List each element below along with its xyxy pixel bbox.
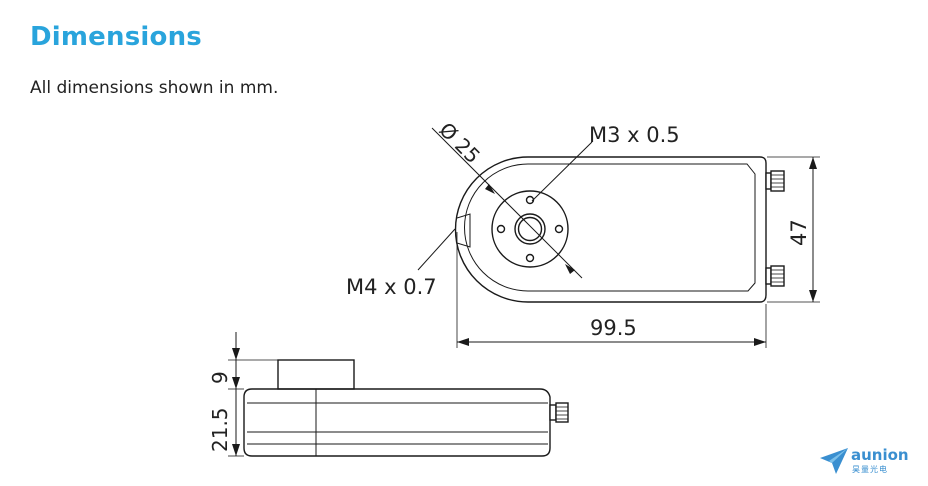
page-subtitle: All dimensions shown in mm.	[30, 78, 279, 98]
top-view-notch	[456, 213, 471, 248]
side-view-boss	[277, 359, 355, 390]
m3-hole-right	[554, 224, 564, 234]
thread-m3-label: M3 x 0.5	[589, 123, 680, 147]
m3-hole-bottom	[525, 253, 535, 263]
page-title: Dimensions	[30, 22, 202, 52]
sma-connector-bottom	[765, 265, 785, 287]
diameter-label: Ø 25	[434, 118, 485, 169]
company-logo: aunion 昊量光电	[818, 444, 918, 480]
top-view	[417, 127, 820, 348]
m3-hole-left	[496, 224, 506, 234]
paper-plane-icon	[820, 448, 848, 474]
mount-boss-outer	[491, 190, 569, 268]
m3-leader	[531, 141, 593, 202]
logo-subtitle: 昊量光电	[852, 465, 888, 474]
body-height-label: 21.5	[208, 407, 232, 452]
logo-name: aunion	[851, 446, 909, 464]
mount-boss-ring	[514, 213, 546, 245]
m4-leader	[417, 228, 456, 271]
side-view	[228, 332, 569, 457]
side-view-body	[243, 388, 551, 457]
sma-connector-side	[549, 402, 569, 423]
height-label: 47	[787, 219, 811, 246]
top-view-body-outline	[454, 156, 767, 303]
width-label: 99.5	[590, 316, 637, 340]
diameter-leader	[431, 127, 583, 279]
top-view-inner-outline	[464, 163, 756, 292]
boss-height-label: 9	[208, 371, 232, 384]
mount-boss-bore	[517, 216, 543, 242]
sma-connector-top	[765, 170, 785, 192]
thread-m4-label: M4 x 0.7	[346, 275, 437, 299]
